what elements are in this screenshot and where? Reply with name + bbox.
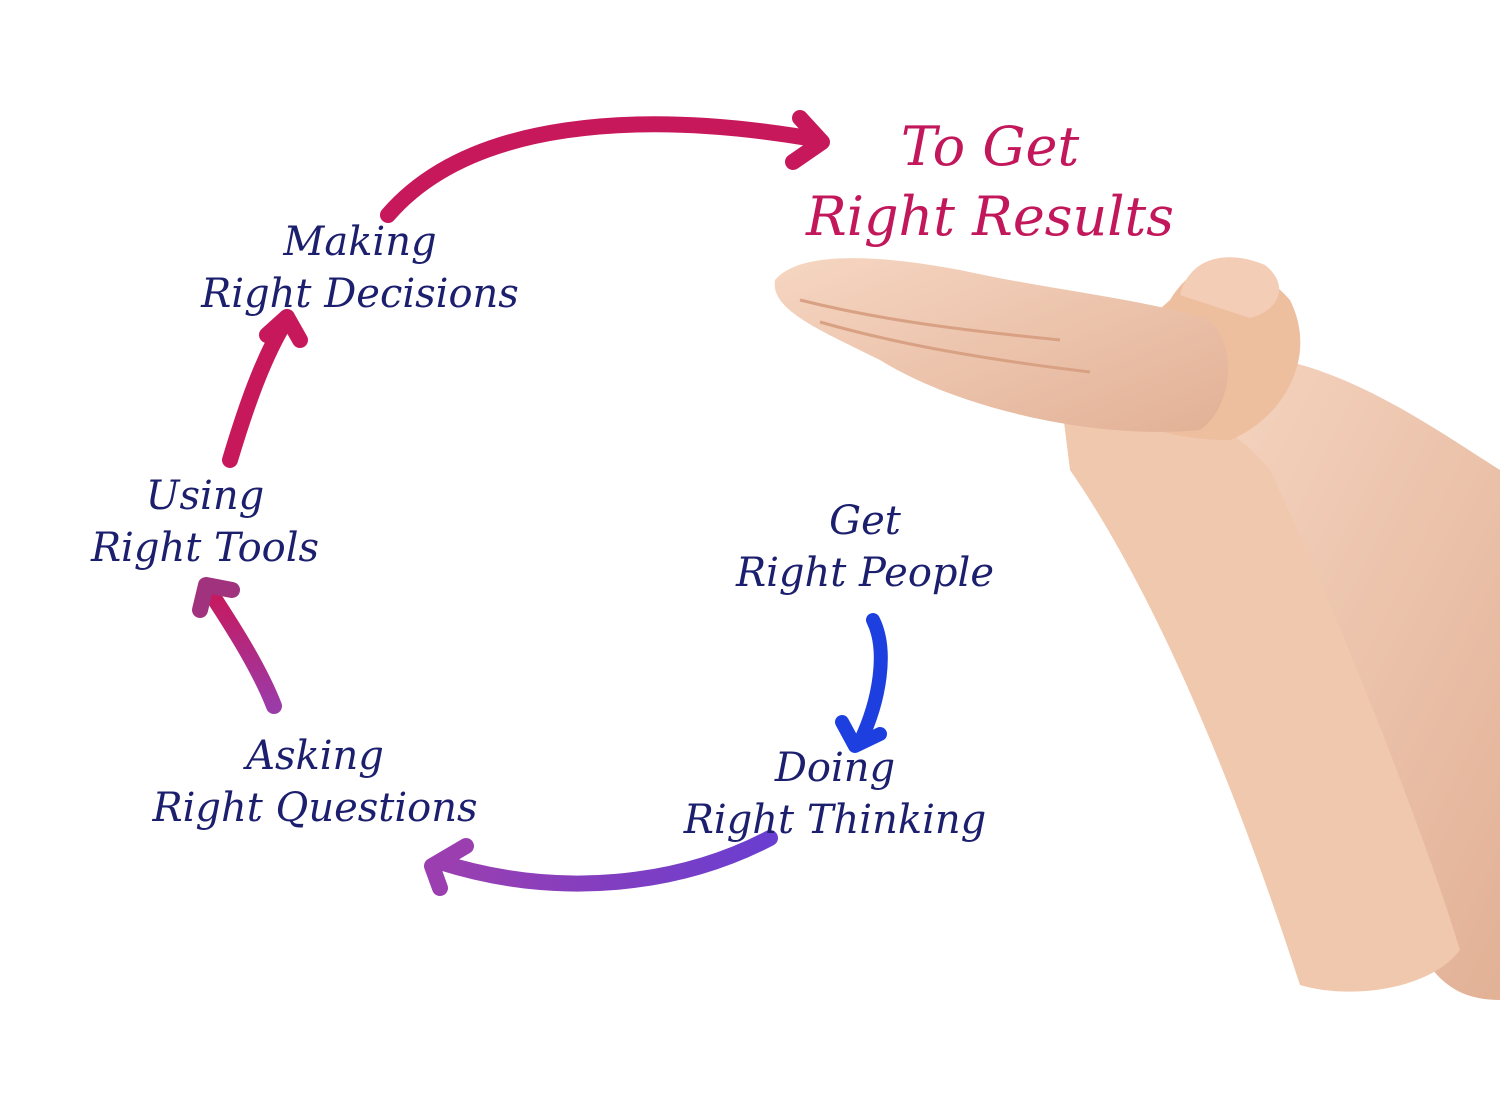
decisions-line2: Right Decisions [201, 271, 519, 317]
arrow-head-thinking [835, 715, 887, 753]
forearm-front [1060, 388, 1460, 992]
thinking-line1: Doing [774, 745, 896, 791]
questions-line2: Right Questions [152, 785, 478, 831]
finger-line-1 [799, 298, 1061, 342]
result-line2: Right Results [806, 185, 1174, 248]
result-line1: To Get [900, 115, 1080, 178]
thinking-line2: Right Thinking [683, 797, 987, 843]
questions-label: Asking Right Questions [110, 730, 520, 834]
thinking-label: Doing Right Thinking [640, 742, 1030, 846]
arrow-questions-to-tools [202, 584, 282, 714]
people-line2: Right People [735, 550, 994, 596]
arrow-decisions-to-results [380, 116, 816, 223]
cycle-arrows [192, 110, 888, 896]
decisions-label: Making Right Decisions [160, 216, 560, 320]
people-line1: Get [829, 498, 901, 544]
tools-label: Using Right Tools [60, 470, 350, 574]
tools-line2: Right Tools [90, 525, 320, 571]
decisions-line1: Making [283, 219, 437, 265]
tools-line1: Using [145, 473, 265, 519]
arrow-head-decisions [259, 309, 308, 348]
arrow-thinking-to-questions [432, 830, 778, 892]
people-label: Get Right People [700, 495, 1030, 599]
thumb [1180, 257, 1280, 318]
finger-line-2 [819, 320, 1091, 374]
result-label: To Get Right Results [770, 112, 1210, 252]
arrow-people-to-thinking [853, 613, 888, 749]
palms-cupped [774, 258, 1229, 432]
arrow-head-results [785, 110, 830, 170]
hands-illustration [774, 257, 1500, 1000]
arrow-tools-to-decisions [222, 314, 293, 468]
arrow-head-questions [424, 838, 474, 896]
questions-line1: Asking [246, 733, 384, 779]
arrow-head-tools [192, 577, 240, 618]
